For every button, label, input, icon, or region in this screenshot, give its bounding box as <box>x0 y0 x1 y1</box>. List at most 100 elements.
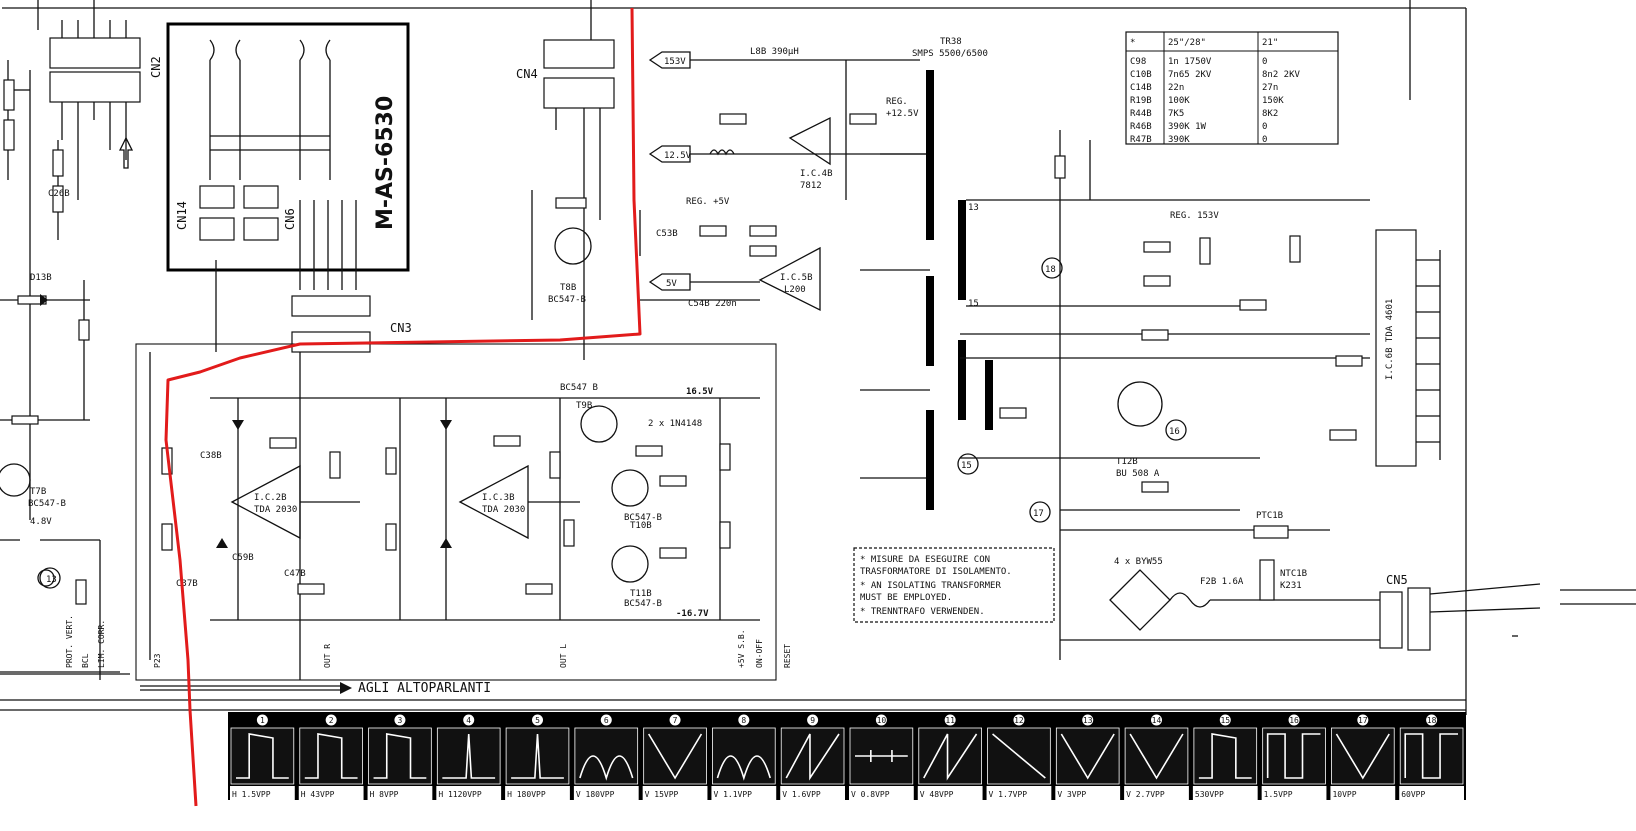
svg-text:L200: L200 <box>784 285 806 295</box>
table-cell: 1n 1750V <box>1168 57 1212 67</box>
waveform-number: 9 <box>810 716 815 725</box>
left-edge-circuit <box>0 60 130 680</box>
table-cell: 7n65 2KV <box>1168 70 1212 80</box>
waveform-panel: 161.5VPP <box>1261 713 1327 800</box>
waveform-trace <box>1266 733 1321 779</box>
t11b-name: T11B <box>630 589 652 599</box>
waveform-label: H 1.5VPP <box>232 790 271 799</box>
table-header-cell: * <box>1130 38 1135 48</box>
signal-label: PROT. VERT. <box>65 615 74 668</box>
table-cell: 390K <box>1168 135 1190 145</box>
table-cell: R46B <box>1130 122 1152 132</box>
waveform-number: 17 <box>1358 716 1368 725</box>
waveform-trace <box>785 733 840 781</box>
waveform-label: 60VPP <box>1401 790 1425 799</box>
t11b-part: BC547-B <box>624 599 662 609</box>
waveform-panel: 5 H 180VPP <box>505 713 570 800</box>
waveform-number: 6 <box>604 716 609 725</box>
waveform-label: V 1.1VPP <box>713 790 752 799</box>
cn3-label: CN3 <box>390 321 412 335</box>
svg-text:REG.: REG. <box>886 97 908 107</box>
table-cell: 100K <box>1168 96 1190 106</box>
waveform-number: 7 <box>673 716 678 725</box>
t10b-name: T10B <box>630 521 652 531</box>
measurement-note: * MISURE DA ESEGUIRE CON TRASFORMATORE D… <box>853 547 1055 623</box>
waveform-panel: 12V 1.7VPP <box>986 713 1052 800</box>
waveform-label: V 0.8VPP <box>851 790 890 799</box>
waveform-number: 3 <box>398 716 403 725</box>
waveform-number: 13 <box>1083 716 1093 725</box>
table-cell: R47B <box>1130 135 1152 145</box>
svg-text:F2B 1.6A: F2B 1.6A <box>1200 577 1244 587</box>
waveform-trace <box>1060 733 1115 780</box>
svg-text:C38B: C38B <box>200 451 222 461</box>
waveform-panel: 1 H 1.5VPP <box>230 713 295 800</box>
waveform-trace <box>373 733 427 779</box>
speakers-output: AGLI ALTOPARLANTI <box>140 681 491 696</box>
waveform-trace <box>579 755 634 781</box>
waveform-trace <box>236 733 289 779</box>
board-m-as-6530: M-AS-6530 CN14 CN6 <box>166 22 410 290</box>
connector-cn2: CN2 <box>49 0 163 200</box>
svg-text:4.8V: 4.8V <box>30 517 52 527</box>
waveform-label: V 1.6VPP <box>782 790 821 799</box>
waveform-panel: 9 V 1.6VPP <box>780 713 845 800</box>
svg-text:13: 13 <box>46 575 57 585</box>
waveform-number: 1 <box>260 716 265 725</box>
signal-label: ON-OFF <box>755 639 764 668</box>
t10b-part: BC547-B <box>624 513 662 523</box>
waveform-trace <box>1198 733 1252 779</box>
table-cell: R44B <box>1130 109 1152 119</box>
table-cell: 8n2 2KV <box>1262 70 1301 80</box>
svg-text:7812: 7812 <box>800 181 822 191</box>
svg-text:L8B 390µH: L8B 390µH <box>750 47 799 57</box>
svg-text:* TRENNTRAFO VERWENDEN.: * TRENNTRAFO VERWENDEN. <box>860 607 985 617</box>
svg-text:15: 15 <box>968 299 979 309</box>
rail-153v: 153V <box>664 57 686 67</box>
rail-5v: 5V <box>666 279 677 289</box>
rail-12-5v: 12.5V <box>664 151 692 161</box>
table-cell: 0 <box>1262 57 1267 67</box>
waveform-panel: 11V 48VPP <box>917 713 983 800</box>
waveform-label: H 1120VPP <box>438 790 482 799</box>
cn6-label: CN6 <box>283 208 297 230</box>
signal-label: OUT R <box>323 644 332 668</box>
svg-text:REG. 153V: REG. 153V <box>1170 211 1219 221</box>
t7b-name: T7B <box>30 487 46 497</box>
svg-text:NTC1B: NTC1B <box>1280 569 1307 579</box>
waveform-label: H 180VPP <box>507 790 546 799</box>
waveform-label: V 2.7VPP <box>1126 790 1165 799</box>
waveform-label: V 48VPP <box>920 790 954 799</box>
reg-5v-label: REG. +5V <box>686 197 730 207</box>
cn2-label: CN2 <box>149 56 163 78</box>
svg-text:C54B 220n: C54B 220n <box>688 299 737 309</box>
waveform-label: V 180VPP <box>576 790 615 799</box>
svg-text:13: 13 <box>968 203 979 213</box>
svg-text:BU 508 A: BU 508 A <box>1116 469 1160 479</box>
svg-text:I.C.5B: I.C.5B <box>780 273 813 283</box>
waveform-panel: 8 V 1.1VPP <box>711 713 777 800</box>
cn14-label: CN14 <box>175 201 189 230</box>
waveform-trace <box>923 733 978 781</box>
audio-amplifier-section: I.C.2B TDA 2030 I.C.3B TDA 2030 T9B <box>135 343 777 681</box>
waveform-panel: 2H 43VPP <box>298 713 364 800</box>
signal-label: +5V S.B. <box>737 629 746 668</box>
waveform-panel: 6 V 180VPP <box>573 713 639 800</box>
waveform-number: 8 <box>741 716 746 725</box>
svg-text:TR38: TR38 <box>940 37 962 47</box>
svg-text:TDA 2030: TDA 2030 <box>254 505 297 515</box>
svg-text:* MISURE DA ESEGUIRE CON: * MISURE DA ESEGUIRE CON <box>860 555 990 565</box>
right-section: I.C.6B TDA 4601 REG. 153V T12B BU 508 A … <box>957 130 1441 660</box>
svg-text:18: 18 <box>1045 265 1056 275</box>
waveform-panel: 14V 2.7VPP <box>1124 713 1189 800</box>
connector-cn4: CN4 T8B BC547-B C53B <box>516 0 678 360</box>
svg-text:MUST BE EMPLOYED.: MUST BE EMPLOYED. <box>860 593 952 603</box>
waveform-number: 5 <box>535 716 540 725</box>
waveform-label: V 3VPP <box>1057 790 1086 799</box>
signal-label: P23 <box>153 653 162 668</box>
waveform-label: V 15VPP <box>645 790 679 799</box>
